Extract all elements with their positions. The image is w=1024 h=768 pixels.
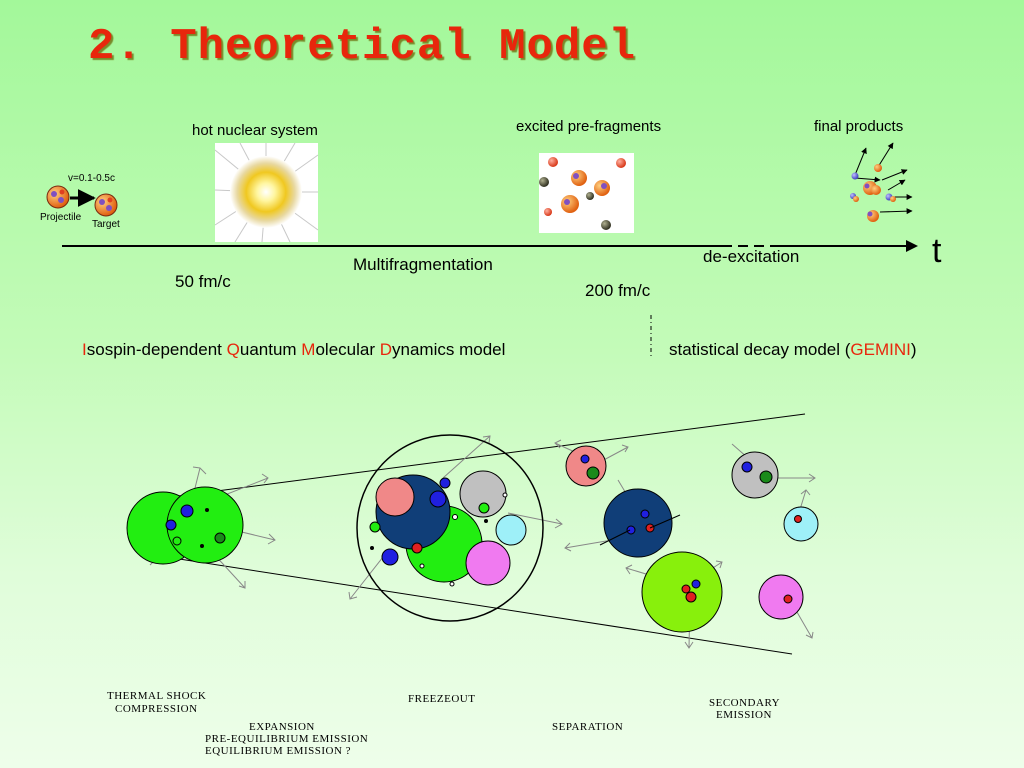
hot-nuclear-system-label: hot nuclear system <box>192 122 318 139</box>
caption-compression: COMPRESSION <box>115 703 198 715</box>
deexcitation-label: de-excitation <box>703 247 800 266</box>
iqmd-segment-3: uantum <box>239 340 302 359</box>
funnel-upper-line <box>147 413 806 501</box>
caption-secondary: SECONDARY <box>709 697 781 709</box>
target-nucleus <box>94 193 118 217</box>
velocity-label: v=0.1-0.5c <box>68 173 115 184</box>
iqmd-segment-0: I <box>82 340 87 359</box>
caption-expansion: EXPANSION <box>249 721 315 733</box>
freezeout-stage <box>348 434 563 622</box>
target-label: Target <box>92 219 120 230</box>
caption-freezeout: FREEZEOUT <box>408 693 476 705</box>
separation-stage <box>554 439 723 649</box>
projectile-nucleus <box>46 185 70 209</box>
caption-separation: SEPARATION <box>552 721 624 733</box>
compression-stage <box>126 466 276 589</box>
gemini-suffix: ) <box>910 340 917 359</box>
gemini-name: GEMINI <box>850 340 911 359</box>
gemini-model-label: statistical decay model (GEMINI) <box>669 340 917 360</box>
iqmd-segment-2: Q <box>226 340 240 359</box>
multifragmentation-label: Multifragmentation <box>353 255 493 274</box>
caption-thermal-shock: THERMAL SHOCK <box>107 690 207 702</box>
time-axis-symbol: t <box>932 232 942 270</box>
iqmd-segment-5: olecular <box>315 340 380 359</box>
caption-emission: EMISSION <box>716 709 772 721</box>
time-50-label: 50 fm/c <box>175 272 231 291</box>
caption-pre-equilibrium: PRE-EQUILIBRIUM EMISSION <box>205 733 369 745</box>
iqmd-segment-1: sospin-dependent <box>86 340 227 359</box>
caption-equilibrium: EQUILIBRIUM EMISSION ? <box>205 745 352 757</box>
gemini-prefix: statistical decay model ( <box>669 340 851 359</box>
iqmd-segment-6: D <box>379 340 393 359</box>
final-products-image <box>850 142 913 222</box>
iqmd-segment-7: ynamics model <box>392 340 506 359</box>
excited-prefragments-label: excited pre-fragments <box>516 118 662 135</box>
funnel-lower-line <box>159 555 793 655</box>
final-products-label: final products <box>814 118 904 135</box>
slide-title: 2. Theoretical Model <box>88 22 637 72</box>
time-200-label: 200 fm/c <box>585 281 651 300</box>
secondary-emission-stage <box>731 443 819 639</box>
hot-nuclear-system-image <box>214 142 319 243</box>
projectile-label: Projectile <box>40 212 82 223</box>
iqmd-segment-4: M <box>301 340 316 359</box>
excited-prefragments-image <box>539 153 634 233</box>
iqmd-model-label: Isospin-dependent Quantum Molecular Dyna… <box>82 340 505 360</box>
time-axis-arrowhead <box>906 240 918 252</box>
